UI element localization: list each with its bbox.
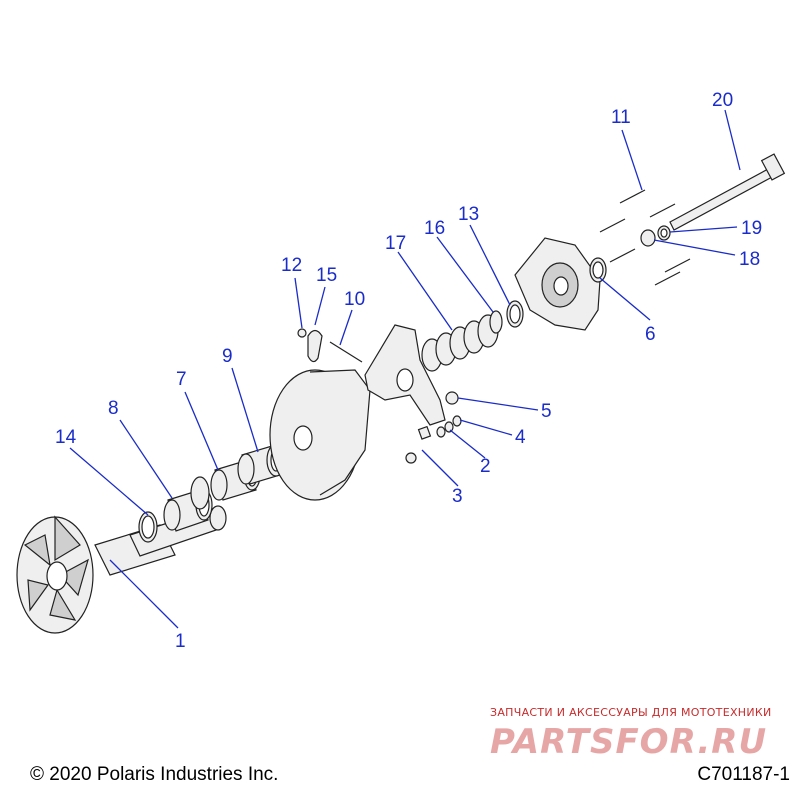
leader-14 <box>69 447 149 516</box>
leader-13 <box>469 224 511 306</box>
leader-lines <box>69 109 741 629</box>
callout-20: 20 <box>712 90 733 111</box>
callout-9: 9 <box>222 346 233 367</box>
callout-15: 15 <box>316 265 337 286</box>
copyright-notice: © 2020 Polaris Industries Inc. <box>30 764 279 785</box>
watermark-logo: PARTSFOR.RU <box>490 722 768 762</box>
callout-18: 18 <box>739 249 760 270</box>
callout-5: 5 <box>541 401 552 422</box>
callout-4: 4 <box>515 427 526 448</box>
leader-20 <box>724 109 741 171</box>
leader-1 <box>109 559 179 629</box>
leader-3 <box>421 449 459 487</box>
leader-10 <box>339 309 353 346</box>
callout-11: 11 <box>611 107 631 128</box>
part-snap-ring <box>138 511 158 543</box>
drawing-code: C701187-1 <box>697 764 790 785</box>
leader-18 <box>653 239 736 256</box>
callout-7: 7 <box>176 369 187 390</box>
callout-16: 16 <box>424 218 445 239</box>
leader-2 <box>449 429 486 459</box>
callout-2: 2 <box>480 456 491 477</box>
leader-4 <box>459 419 513 436</box>
callout-14: 14 <box>55 427 77 448</box>
callout-13: 13 <box>458 204 479 225</box>
part-retaining-bolt <box>640 153 786 247</box>
part-bushing-6 <box>589 257 607 283</box>
leader-11 <box>621 129 643 191</box>
part-spider <box>364 324 446 426</box>
callout-10: 10 <box>344 289 365 310</box>
part-roller-set <box>405 391 462 464</box>
callout-3: 3 <box>452 486 463 507</box>
leader-9 <box>231 367 259 453</box>
part-moveable-sheave <box>269 369 371 501</box>
callout-12: 12 <box>281 255 302 276</box>
leader-19 <box>669 226 738 233</box>
leader-7 <box>184 391 219 471</box>
leader-12 <box>294 277 303 329</box>
callout-8: 8 <box>108 398 119 419</box>
leader-16 <box>436 236 494 313</box>
callout-6: 6 <box>645 324 656 345</box>
leader-8 <box>119 419 173 499</box>
callout-19: 19 <box>741 218 762 239</box>
leader-15 <box>314 286 326 326</box>
leader-5 <box>457 397 539 411</box>
part-spring-cup <box>489 300 524 334</box>
leader-17 <box>397 251 453 331</box>
callout-labels: 1 2 3 4 5 6 7 8 9 10 11 12 13 14 15 16 1… <box>55 90 762 652</box>
leader-6 <box>599 277 651 321</box>
part-cover-bolts <box>599 189 691 286</box>
watermark-tagline: ЗАПЧАСТИ И АКСЕССУАРЫ ДЛЯ МОТОТЕХНИКИ <box>490 706 772 719</box>
callout-1: 1 <box>175 631 186 652</box>
callout-17: 17 <box>385 233 406 254</box>
part-spring <box>421 314 499 372</box>
part-cover <box>514 237 601 331</box>
part-fan-sheave <box>16 505 227 634</box>
part-weight-pin-set <box>297 328 363 363</box>
